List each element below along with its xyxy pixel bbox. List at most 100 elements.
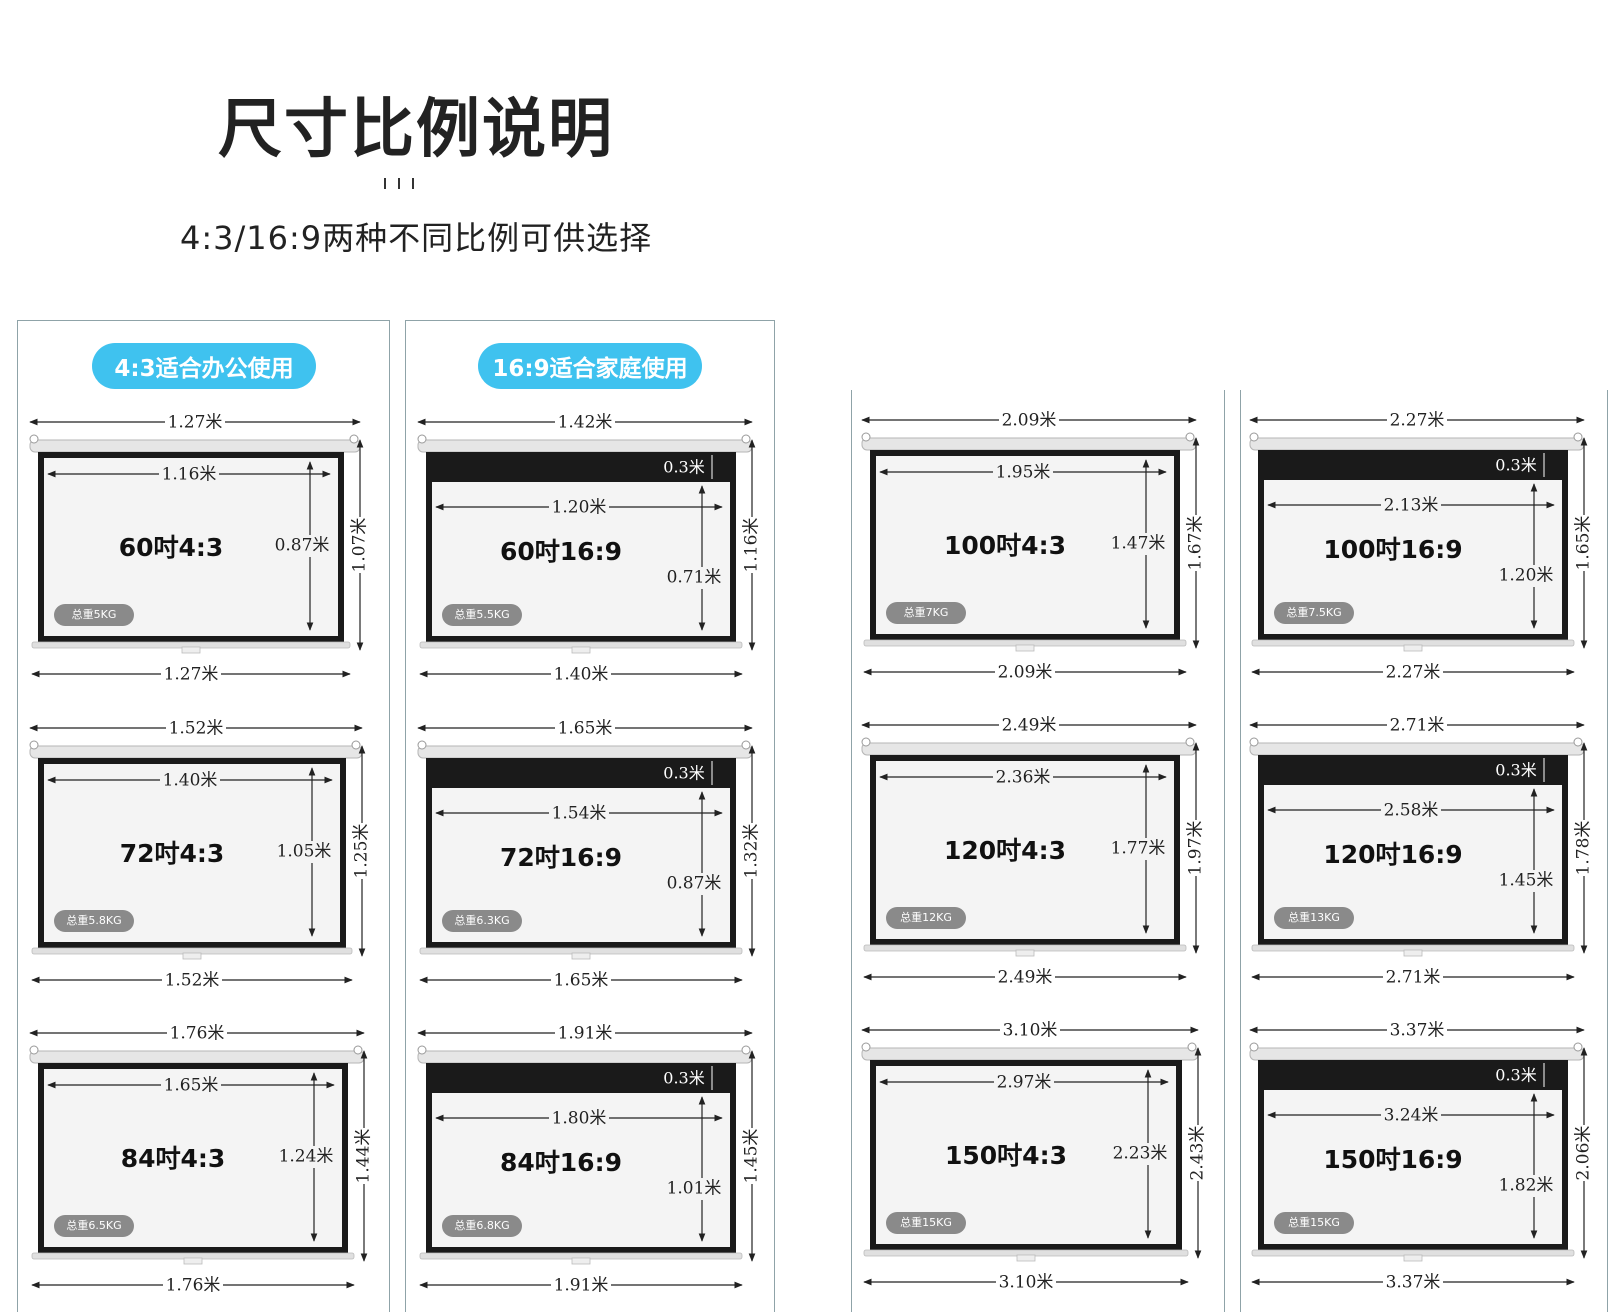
weight-label: 总重12KG (900, 910, 952, 924)
view-width-dim-gap (994, 1072, 1054, 1092)
view-height-gap (668, 1178, 724, 1200)
total-height-dim-gap (352, 823, 372, 879)
bottom-width-dim-gap (996, 1272, 1056, 1292)
screen-size-label: 100吋16:9 (1323, 535, 1462, 564)
view-height-gap (668, 873, 724, 895)
total-width-dim-gap (999, 410, 1059, 430)
total-height-dim-label: 1.44米 (354, 1129, 374, 1184)
view-height-gap (1500, 870, 1556, 892)
total-width-dim-gap (555, 718, 615, 738)
hook-icon (861, 432, 871, 442)
total-width-dim-gap (1000, 1020, 1060, 1040)
screen-size-label: 84吋16:9 (500, 1148, 622, 1177)
bottom-width-dim-label: 3.10米 (999, 1273, 1054, 1293)
bottom-width-dim-gap (162, 970, 222, 990)
view-width-dim-label: 1.40米 (163, 771, 218, 791)
bottom-width-dim-label: 1.76米 (166, 1276, 221, 1296)
bottom-width-dim-label: 2.49米 (998, 968, 1053, 988)
black-top-label: 0.3米 (663, 764, 704, 783)
weight-badge (1274, 1212, 1354, 1234)
bottom-width-dim-label: 1.40米 (554, 665, 609, 685)
screen-diagram: 3.37米0.3米3.24米1.82米150吋16:9总重15KG2.06米3.… (1249, 1020, 1594, 1293)
total-width-dim-gap (166, 718, 226, 738)
pull-handle (571, 952, 591, 960)
pull-handle (1015, 644, 1035, 652)
hook-icon (417, 434, 427, 444)
pull-handle (181, 646, 201, 654)
total-width-dim-gap (1387, 715, 1447, 735)
view-height-gap (278, 841, 334, 863)
total-height-dim-gap (1188, 1125, 1208, 1181)
total-height-dim-gap (1574, 1125, 1594, 1181)
screen-diagram: 2.71米0.3米2.58米1.45米120吋16:9总重13KG1.78米2.… (1249, 715, 1594, 988)
total-height-dim-label: 1.65米 (1574, 516, 1594, 571)
bottom-width-dim-gap (163, 1275, 223, 1295)
view-height-label: 1.24米 (279, 1147, 334, 1167)
hook-icon (351, 740, 361, 750)
view-width-dim-gap (161, 1075, 221, 1095)
panel-divider (1224, 390, 1225, 1312)
page-subtitle: 4:3/16:9两种不同比例可供选择 (180, 219, 653, 257)
weight-badge (1274, 602, 1354, 624)
bottom-width-dim-gap (995, 967, 1055, 987)
pull-handle (1403, 644, 1423, 652)
hook-icon (417, 740, 427, 750)
bottom-width-dim-label: 2.09米 (998, 663, 1053, 683)
panel-divider (17, 320, 18, 1312)
hook-icon (1573, 432, 1583, 442)
total-width-dim-label: 2.27米 (1390, 411, 1445, 431)
panel-divider (774, 320, 775, 1312)
black-top-label: 0.3米 (1495, 456, 1536, 475)
total-width-dim-label: 1.42米 (558, 413, 613, 433)
hook-icon (1573, 1042, 1583, 1052)
view-height-gap (280, 1146, 336, 1168)
weight-label: 总重5KG (72, 607, 117, 621)
bottom-width-dim-gap (551, 1275, 611, 1295)
view-width-dim-gap (549, 803, 609, 823)
roller-case (417, 1050, 753, 1064)
total-height-dim-gap (742, 823, 762, 879)
total-width-dim-label: 2.71米 (1390, 716, 1445, 736)
screen-size-label: 72吋4:3 (120, 839, 225, 868)
panel-top-border (17, 320, 390, 321)
view-width-dim-gap (1381, 1105, 1441, 1125)
screen-diagram: 1.65米0.3米1.54米0.87米72吋16:9总重6.3KG1.32米1.… (417, 718, 762, 991)
screen-size-label: 72吋16:9 (500, 843, 622, 872)
total-width-dim-gap (1387, 410, 1447, 430)
weight-badge (54, 1215, 134, 1237)
pull-handle (571, 1257, 591, 1265)
view-width-dim-label: 1.16米 (162, 465, 217, 485)
total-width-dim-gap (1387, 1020, 1447, 1040)
roller-case (861, 742, 1197, 756)
hook-icon (1185, 432, 1195, 442)
weight-label: 总重15KG (900, 1215, 952, 1229)
total-width-dim-label: 2.09米 (1002, 411, 1057, 431)
view-height-gap (1500, 1175, 1556, 1197)
weight-label: 总重13KG (1288, 910, 1340, 924)
screen-size-label: 60吋4:3 (119, 533, 224, 562)
black-top-label: 0.3米 (1495, 761, 1536, 780)
view-width-dim-label: 1.80米 (552, 1109, 607, 1129)
weight-badge (886, 907, 966, 929)
screen-diagram: 1.42米0.3米1.20米0.71米60吋16:9总重5.5KG1.16米1.… (417, 412, 762, 685)
hook-icon (29, 740, 39, 750)
pull-handle (1015, 949, 1035, 957)
total-height-dim-label: 1.45米 (742, 1129, 762, 1184)
roller-case (29, 1050, 365, 1064)
total-width-dim-label: 1.65米 (558, 719, 613, 739)
total-height-dim-label: 1.25米 (352, 824, 372, 879)
total-width-dim-gap (555, 1023, 615, 1043)
weight-badge (886, 602, 966, 624)
total-width-dim-label: 1.76米 (170, 1024, 225, 1044)
hook-icon (861, 1042, 871, 1052)
total-height-dim-gap (1186, 515, 1206, 571)
bottom-width-dim-label: 2.27米 (1386, 663, 1441, 683)
weight-badge (54, 604, 134, 626)
view-height-label: 1.82米 (1499, 1176, 1554, 1196)
total-width-dim-label: 2.49米 (1002, 716, 1057, 736)
